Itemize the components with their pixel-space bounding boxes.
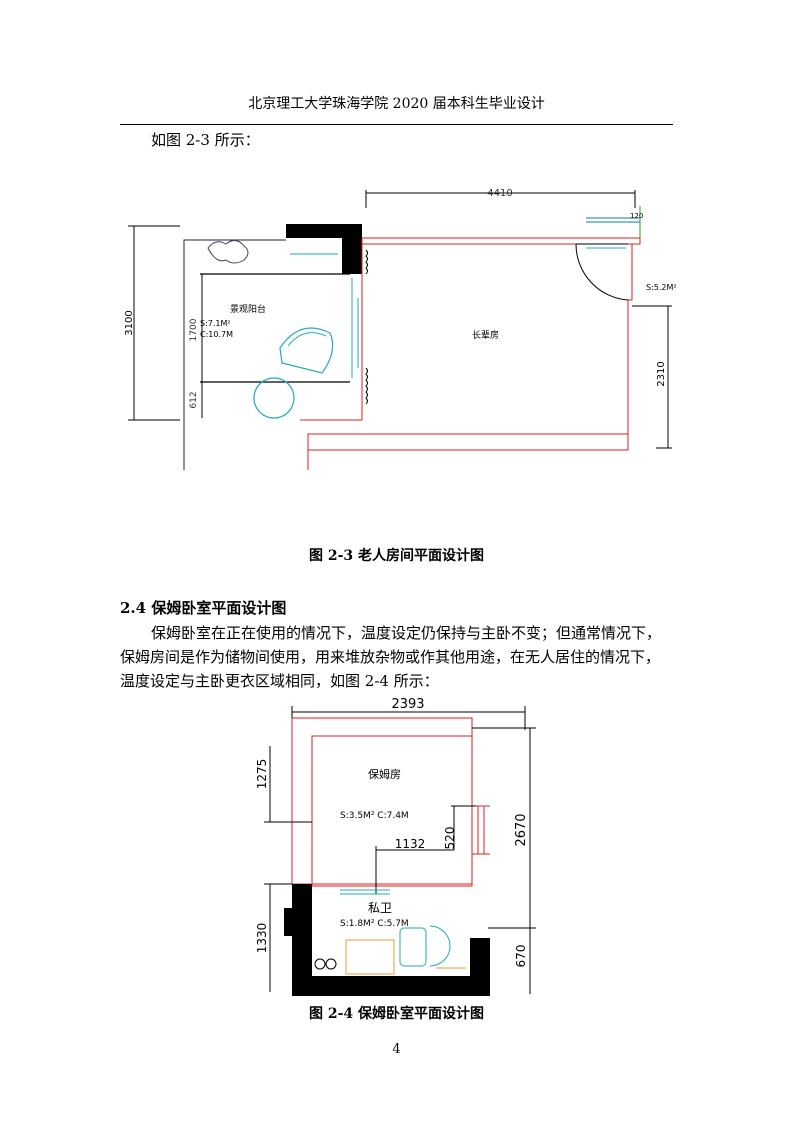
bath-area: S:1.8M² C:5.7M <box>340 919 409 929</box>
dim-balcony-side: 1700 <box>189 318 199 341</box>
figure-2-3-caption: 图 2-3 老人房间平面设计图 <box>308 548 485 564</box>
section-heading: 2.4 保姆卧室平面设计图 <box>120 599 287 617</box>
dim-right-height: 2310 <box>656 361 667 386</box>
paragraph-line-2: 保姆房间是作为储物间使用，用来堆放杂物或作其他用途，在无人居住的情况下， <box>120 648 661 666</box>
bath-name: 私卫 <box>368 901 392 915</box>
dim-top-width: 2393 <box>391 697 424 712</box>
intro-line: 如图 2-3 所示： <box>151 131 260 149</box>
dim-balcony-bottom: 612 <box>189 391 199 408</box>
figure-2-4-floorplan: 2393 1275 2670 670 520 1132 保姆房 S:3.5M² … <box>255 697 536 996</box>
paragraph-line-3: 温度设定与主卧更衣区域相同，如图 2-4 所示： <box>120 672 439 690</box>
dim-left-height: 3100 <box>124 310 135 335</box>
paragraph-line-1: 保姆卧室在正在使用的情况下，温度设定仍保持与主卧不变；但通常情况下， <box>151 624 662 642</box>
dim-left-upper: 1275 <box>255 759 269 790</box>
balcony-area: S:7.1M² <box>200 319 231 328</box>
dim-right-lower: 670 <box>514 945 528 968</box>
room-name: 长辈房 <box>472 329 499 341</box>
dim-right-small: 120 <box>630 212 643 220</box>
running-header: 北京理工大学珠海学院 2020 届本科生毕业设计 <box>120 94 673 125</box>
figure-2-4-caption: 图 2-4 保姆卧室平面设计图 <box>308 1006 485 1022</box>
dim-top-width: 4410 <box>487 188 512 199</box>
room-name: 保姆房 <box>368 767 401 781</box>
room-area: S:3.5M² C:7.4M <box>340 811 409 821</box>
figure-2-3-floorplan: 3100 4410 120 景观阳台 S:7.1M² C:10.7M 1700 … <box>124 188 677 470</box>
header-title: 北京理工大学珠海学院 2020 届本科生毕业设计 <box>248 96 545 112</box>
balcony-perimeter: C:10.7M <box>200 330 233 339</box>
corner-area: S:5.2M² <box>646 283 677 292</box>
dim-left-lower: 1330 <box>255 923 269 954</box>
dim-inner-1132: 1132 <box>395 837 426 851</box>
balcony-name: 景观阳台 <box>230 303 266 315</box>
dim-right-total: 2670 <box>514 813 529 846</box>
dim-inner-520: 520 <box>443 827 457 850</box>
page-number: 4 <box>392 1042 401 1057</box>
